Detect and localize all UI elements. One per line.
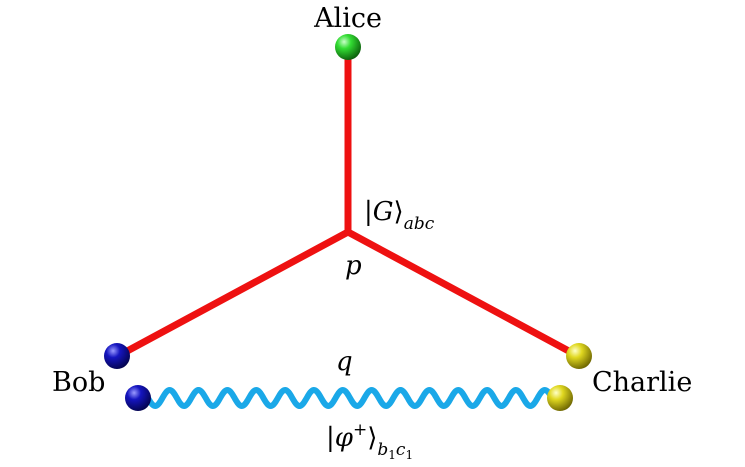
bell-superscript: + — [353, 420, 367, 440]
alice-node — [335, 34, 361, 60]
alice-label: Alice — [313, 3, 382, 34]
bell-pair-wave — [145, 386, 555, 410]
charlie-node — [566, 343, 592, 369]
bell-ket-close: ⟩ — [367, 423, 377, 453]
ghz-ket-close: ⟩ — [394, 197, 404, 227]
link-label: q — [336, 347, 353, 377]
charlie-bell-node — [547, 385, 573, 411]
bell-ket-open: | — [326, 423, 335, 453]
ghz-subscript: abc — [404, 214, 435, 234]
bob-node — [104, 343, 130, 369]
bell-sub-b-index: 1 — [388, 448, 396, 462]
bob-bell-node — [125, 385, 151, 411]
bob-label: Bob — [52, 367, 105, 398]
ghz-edges — [114, 46, 582, 360]
bell-sub-c-index: 1 — [405, 448, 413, 462]
edge-center-bob — [114, 228, 352, 360]
bell-sub-b: b — [377, 440, 388, 460]
center-vertex-label: p — [345, 251, 362, 281]
ghz-ket-open: | — [364, 197, 373, 227]
bell-state-label: |φ+⟩b1c1 — [326, 420, 413, 462]
charlie-label: Charlie — [592, 367, 692, 398]
edge-center-charlie — [344, 228, 582, 360]
ghz-state-label: |G⟩abc — [364, 197, 435, 234]
bell-sub-c: c — [396, 440, 406, 460]
ghz-ket-symbol: G — [373, 197, 394, 227]
bell-ket-symbol: φ — [335, 423, 354, 453]
